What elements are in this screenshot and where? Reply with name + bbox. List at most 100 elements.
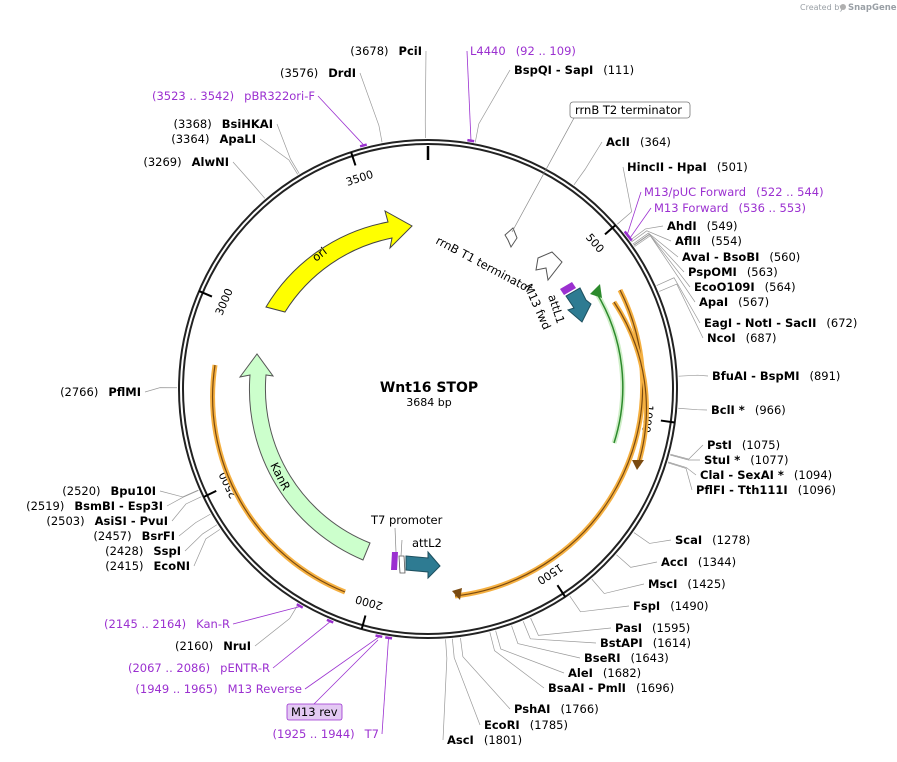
enzyme-position: (563) <box>747 265 778 279</box>
enzyme-label: EcoO109I(564) <box>694 280 796 294</box>
enzyme-position: (2415) <box>105 559 143 573</box>
enzyme-name: ApaLI <box>220 132 257 146</box>
enzyme-name: PshAI <box>514 702 550 716</box>
enzyme-name: BseRI <box>584 651 621 665</box>
orf-outline-inner-core <box>613 301 648 466</box>
label-layer: BspQI - SapI(111)AclI(364)HincII - HpaI(… <box>26 44 857 747</box>
rrnb-t2-leader <box>511 117 575 233</box>
enzyme-position: (364) <box>640 135 671 149</box>
enzyme-name: AleI <box>568 666 593 680</box>
enzyme-label: FspI(1490) <box>633 599 708 613</box>
enzyme-name: BstAPI <box>600 636 643 650</box>
enzyme-label: (2428)SspI <box>105 544 181 558</box>
enzyme-label: BspQI - SapI (111) <box>514 63 634 77</box>
enzyme-leader-line <box>670 444 704 460</box>
enzyme-leader-line <box>591 578 645 594</box>
primer-site-mark <box>626 234 633 242</box>
enzyme-leader-line <box>659 283 704 339</box>
enzyme-label: EagI - NotI - SacII(672) <box>704 316 857 330</box>
primer-leader-line <box>304 636 379 690</box>
primer-site-mark <box>467 138 475 143</box>
enzyme-name: PspOMI <box>688 265 737 279</box>
enzyme-name: BsiHKAI <box>222 117 273 131</box>
enzyme-name: NruI <box>223 639 251 653</box>
enzyme-position: (1785) <box>530 718 568 732</box>
enzyme-name: EcoRI <box>484 718 520 732</box>
enzyme-name: EcoNI <box>154 559 190 573</box>
enzyme-label: ApaI(567) <box>699 295 769 309</box>
enzyme-name: AflII <box>675 234 701 248</box>
tick-mark <box>203 490 217 498</box>
primer-leader-line <box>627 191 642 234</box>
enzyme-name: BsaAI - PmlI <box>548 681 626 695</box>
enzyme-label: BstAPI(1614) <box>600 636 691 650</box>
enzyme-position: (1643) <box>631 651 669 665</box>
ori-feature <box>265 209 413 313</box>
enzyme-leader-line <box>184 524 218 552</box>
enzyme-label: (2457)BsrFI <box>93 529 175 543</box>
enzyme-name: BspQI - SapI <box>514 63 593 77</box>
enzyme-leader-line <box>678 374 709 377</box>
primer-label: M13/pUC Forward(522 .. 544) <box>644 185 824 199</box>
primer-name: Kan-R <box>196 617 230 631</box>
enzyme-label: (3368)BsiHKAI <box>173 117 273 131</box>
primer-name: pBR322ori-F <box>244 89 315 103</box>
enzyme-position: (1682) <box>603 666 641 680</box>
enzyme-position: (111) <box>603 63 634 77</box>
enzyme-position: (2428) <box>105 544 143 558</box>
enzyme-leader-line <box>452 638 481 726</box>
attl2-leader <box>400 539 403 557</box>
enzyme-leader-line <box>631 230 672 243</box>
enzyme-label: MscI(1425) <box>648 577 726 591</box>
enzyme-label: PspOMI (563) <box>688 265 778 279</box>
enzyme-label: (3269)AlwNI <box>143 155 229 169</box>
enzyme-label: (3364)ApaLI <box>171 132 256 146</box>
m13-rev-leader <box>313 639 379 705</box>
enzyme-name: PstI <box>707 438 732 452</box>
enzyme-label: AccI(1344) <box>661 555 736 569</box>
enzyme-position: (966) <box>755 403 786 417</box>
enzyme-position: (1344) <box>698 555 736 569</box>
enzyme-label: HincII - HpaI(501) <box>627 160 748 174</box>
primer-range: (2145 .. 2164) <box>104 617 186 631</box>
enzyme-position: (672) <box>826 316 857 330</box>
primer-site-mark <box>375 634 383 639</box>
orf-green-arc-core <box>595 291 624 444</box>
enzyme-position: (1425) <box>687 577 725 591</box>
enzyme-leader-line <box>633 532 672 544</box>
primer-label: (1949 .. 1965)M13 Reverse <box>135 682 302 696</box>
enzyme-name: Bpu10I <box>111 484 156 498</box>
enzyme-name: AsiSI - PvuI <box>95 514 168 528</box>
primer-label: (1925 .. 1944)T7 <box>273 727 379 741</box>
enzyme-label: (3678)PciI <box>350 44 422 58</box>
enzyme-position: (501) <box>717 160 748 174</box>
credit-text: Created by <box>800 3 844 12</box>
enzyme-leader-line <box>522 621 597 644</box>
enzyme-label: (3576)DrdI <box>280 66 356 80</box>
backbone-outer <box>178 139 678 639</box>
enzyme-name: DrdI <box>328 66 356 80</box>
enzyme-label: PstI(1075) <box>707 438 780 452</box>
tick-label: 3500 <box>344 168 375 189</box>
orf-outline-right-core <box>454 289 644 597</box>
primer-mark-layer <box>296 138 633 640</box>
tick-mark <box>198 290 213 298</box>
enzyme-position: (2766) <box>60 385 98 399</box>
enzyme-leader-line <box>633 233 685 273</box>
attl2-feature <box>405 550 441 580</box>
enzyme-position: (2457) <box>93 529 131 543</box>
snapgene-logo-icon <box>840 4 846 10</box>
enzyme-name: AhdI <box>667 219 697 233</box>
enzyme-name: PciI <box>399 44 422 58</box>
enzyme-leader-line <box>159 489 199 498</box>
rrnb-t1-terminator-icon <box>535 251 563 282</box>
orf-outline-left-core <box>211 364 346 593</box>
primer-name: T7 <box>364 727 379 741</box>
primer-name: M13/pUC Forward <box>644 185 746 199</box>
enzyme-position: (567) <box>738 295 769 309</box>
enzyme-leader-line <box>629 225 664 241</box>
enzyme-name: NcoI <box>707 331 736 345</box>
primer-leader-line <box>630 207 652 238</box>
enzyme-leader-line <box>668 461 697 476</box>
